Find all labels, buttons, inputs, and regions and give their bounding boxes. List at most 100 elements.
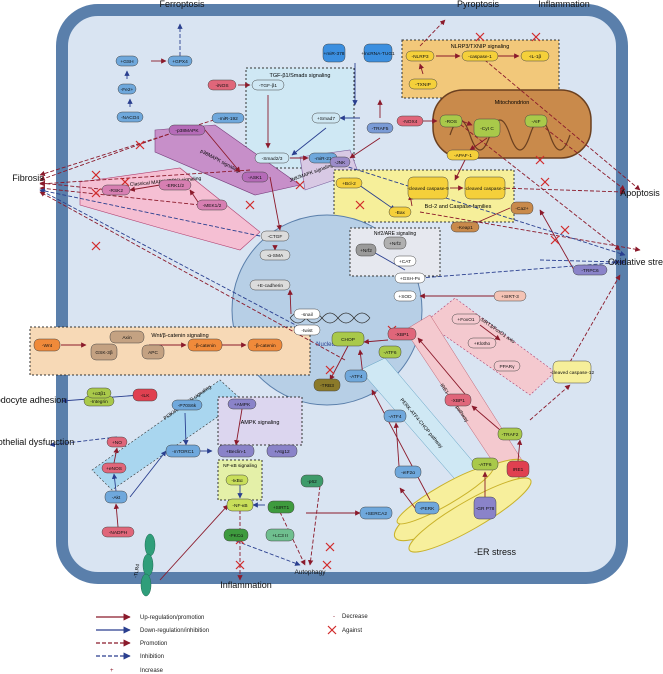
node-label: -Akt [112,495,121,501]
node-label: -ERK1/2 [166,183,184,189]
inflammation-bottom-label: Inflammation [220,580,272,590]
nodes: +GSH+GPX4-Fe2+-NACO4-iNOS-TGF-β1-miR-192… [33,43,608,597]
node-label: -GR P78 [476,506,495,512]
edge-arrow [455,120,621,251]
node-label: +AMPK [234,402,251,408]
node-gsk: GSK-3β [90,343,118,361]
node-casp9: -cleaved caspase-9 [407,176,449,200]
node-label: -β-catenin [194,343,216,349]
svg-text:Wnt/β-catenin signaling: Wnt/β-catenin signaling [151,333,208,339]
node-box [196,199,228,211]
edge-arrow [39,185,201,206]
node-label: -ATF6 [384,350,397,356]
edge-arrow [39,188,261,237]
endothelial-dysfunction-label: Endothelial dysfunction [0,437,74,447]
node-ikb: -IκBα [225,474,249,486]
node-ire1: IRE1 [506,460,530,478]
node-box [313,378,341,392]
node-fe2: -Fe2+ [117,83,137,95]
node-label: -caspase-1 [468,54,492,60]
edge-arrow [418,63,424,75]
tlr4-segment [140,573,152,597]
node-label: -p62 [307,479,317,485]
node-box [493,290,527,302]
node-box [168,124,206,136]
node-serca: +SERCA2 [359,506,393,520]
node-box [467,337,497,349]
node-label: -miR-21 [314,156,331,162]
node-bcat1: -β-catenin [187,338,223,352]
node-label: -ATF4 [389,414,402,420]
node-label: +E-cadherin [257,283,283,289]
node-sod: +SOD [393,290,417,302]
node-label: +eNOS [106,466,122,472]
edge-arrow [516,439,523,462]
node-atf4a: -ATF4 [344,369,368,383]
node-box [439,114,463,128]
node-bax: -Bax [388,206,412,218]
node-label: -NADPH [109,530,128,536]
edge-arrow [419,259,626,279]
edge-arrow [539,259,621,265]
node-box [225,474,249,486]
node-box [461,50,499,62]
node-atf6b: -ATF6 [471,457,499,471]
edge-arrow [39,169,251,187]
node-traf5: -TRAF5 [366,122,394,134]
node-label: -cleaved caspase-12 [550,370,595,376]
legend-decrease-symbol: - [333,614,335,620]
node-label: -TRAF5 [372,126,389,132]
node-label: -snail [301,312,312,318]
node-label: -Ca2+ [515,206,528,212]
node-label: +Bcl-2 [342,181,356,187]
node-mek: -MEK1/2 [196,199,228,211]
edge-arrow [39,191,346,361]
node-box [187,338,223,352]
against-icon [245,200,255,210]
node-axin: Axin [109,330,145,344]
node-label: -IL-1β [529,54,542,60]
node-eif2a: -eIF2α [394,465,422,479]
podocyte-adhesion-label: Podocyte adhesion [0,395,66,405]
node-label: -iNOS [215,83,228,89]
node-label: +Klotho [474,341,491,347]
node-label: -eIF2α [401,470,415,476]
edge-arrow [49,436,118,448]
node-smad7: +Smad7 [311,112,341,124]
node-klotho: +Klotho [467,337,497,349]
edge-arrow [419,19,446,47]
node-wnt: -Wnt [33,338,61,352]
node-nox4: -NOX4 [396,115,424,127]
against-icon [475,32,485,42]
node-label: -miR-192 [218,116,238,122]
node-cytc: -Cyt C [473,118,501,138]
node-mir378: +miR-378 [322,43,346,63]
edge-arrow [204,129,241,173]
edge-arrow [39,129,181,181]
node-atf4b: -ATF4 [383,409,407,423]
node-label: -ROS [445,119,457,125]
node-casp12: -cleaved caspase-12 [550,360,595,384]
node-box [355,243,377,257]
node-box [259,249,291,261]
node-box [217,444,255,458]
against-icon [91,241,101,251]
node-box [497,427,523,441]
node-label: -RSK2 [109,188,123,194]
node-atf6a: -ATF6 [378,345,402,359]
edge-arrow [329,345,349,381]
node-label: -ASK1 [248,175,262,181]
node-nfkb: -NF-κB [226,498,254,512]
node-label: -p38MAPK [175,128,199,134]
edge-arrow [291,127,327,156]
edge-arrow [349,137,381,159]
node-label: +GSH-Px [400,276,421,282]
node-ros: -ROS [439,114,463,128]
legend-increase: Increase [140,668,164,674]
node-label: -twist [301,328,313,334]
node-box [394,272,426,284]
node-ncoa4: -NACO4 [116,111,144,123]
node-box [311,112,341,124]
node-label: +SIRT1 [273,505,290,511]
against-icon [535,155,545,165]
